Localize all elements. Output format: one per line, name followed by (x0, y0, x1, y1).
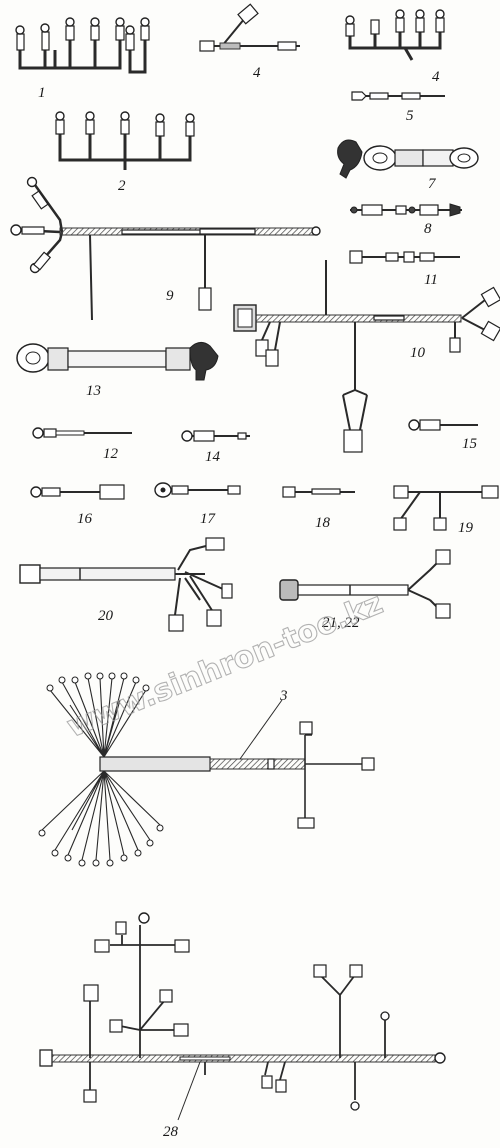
label-wire-14: 14 (205, 449, 221, 465)
wire-15-drawing (408, 419, 478, 431)
label-cable-7: 7 (428, 176, 437, 192)
wire-18-drawing (282, 486, 355, 498)
label-harness-3: 3 (279, 688, 288, 704)
wire-11-drawing (349, 250, 460, 264)
label-cable-13: 13 (86, 383, 101, 399)
wire-14-drawing (181, 430, 250, 442)
label-wire-18: 18 (315, 515, 331, 531)
wire-6-drawing (351, 91, 445, 101)
label-harness-9: 9 (166, 288, 174, 304)
label-wire-5: 4 (253, 65, 261, 81)
harness-2-drawing (55, 111, 195, 170)
harness-1-drawing (15, 17, 150, 74)
wire-5-drawing (199, 3, 300, 52)
label-wire-16: 16 (77, 511, 93, 527)
harness-20-drawing (19, 537, 233, 632)
label-wire-12: 12 (103, 446, 119, 462)
label-wire-11: 11 (424, 272, 438, 288)
wire-17-drawing (154, 482, 241, 498)
label-harness-28: 28 (163, 1124, 179, 1140)
wire-12-drawing (32, 427, 132, 439)
harness-19-drawing (393, 485, 499, 531)
harness-3-drawing (38, 672, 375, 867)
wire-16-drawing (30, 484, 125, 500)
label-wire-8: 8 (424, 221, 432, 237)
label-harness-20: 20 (98, 608, 114, 624)
label-wire-17: 17 (200, 511, 217, 527)
label-harness-2: 2 (118, 178, 126, 194)
label-wire-6: 5 (406, 108, 414, 124)
label-harness-21-22: 21, 22 (322, 615, 360, 631)
cable-7-drawing (337, 139, 479, 179)
harness-9-drawing (10, 176, 321, 321)
label-harness-1: 1 (38, 85, 46, 101)
cable-13-drawing (16, 342, 219, 381)
label-wire-15: 15 (462, 436, 478, 452)
harness-21-22-drawing (279, 549, 451, 619)
harness-28-drawing (39, 912, 446, 1121)
label-harness-19: 19 (458, 520, 474, 536)
label-harness-10: 10 (410, 345, 426, 361)
harness-10-drawing (233, 260, 500, 453)
harness-4-drawing (345, 9, 445, 61)
wire-8-drawing (350, 203, 462, 217)
label-harness-4: 4 (432, 69, 440, 85)
